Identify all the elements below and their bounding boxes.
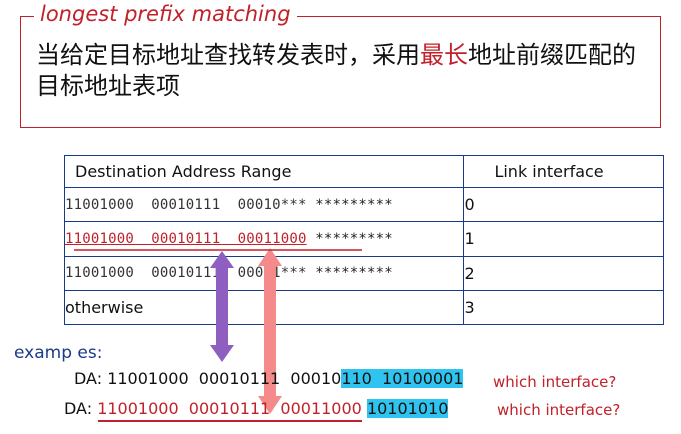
da1-line: DA: 11001000 00010111 00010110 10100001 bbox=[74, 369, 464, 388]
row-interface: 3 bbox=[463, 289, 664, 326]
forwarding-table: Destination Address Range Link interface… bbox=[63, 154, 664, 326]
da1-highlight: 110 10100001 bbox=[341, 369, 464, 388]
row-prefix: 11001000 00010111 00010*** ********* bbox=[63, 187, 465, 223]
header-link-interface: Link interface bbox=[463, 154, 664, 189]
row-prefix-bits: 11001000 00010111 00011*** bbox=[65, 265, 307, 282]
title-text-highlight: 最长 bbox=[420, 41, 468, 69]
da2-highlight: 10101010 bbox=[366, 399, 449, 418]
row-interface: 0 bbox=[463, 187, 664, 223]
title-text-before: 当给定目标地址查找转发表时，采用 bbox=[36, 41, 420, 69]
da1-question: which interface? bbox=[493, 373, 617, 391]
table-row: 11001000 00010111 00010*** ********* 0 bbox=[63, 187, 664, 223]
title-text: 当给定目标地址查找转发表时，采用最长地址前缀匹配的目标地址表项 bbox=[36, 40, 656, 102]
title-box bbox=[20, 16, 661, 128]
row-prefix-stars: ********* bbox=[315, 265, 393, 282]
row-prefix-bits: 11001000 00010111 00010*** bbox=[65, 196, 307, 213]
purple-double-arrow bbox=[210, 251, 234, 362]
header-destination: Destination Address Range bbox=[63, 154, 465, 189]
examples-label: examp es: bbox=[14, 343, 103, 363]
row-prefix-bits-highlighted: 11001000 00010111 00011000 bbox=[65, 230, 307, 247]
pink-double-arrow bbox=[258, 248, 282, 414]
row-prefix-stars: ********* bbox=[315, 230, 393, 247]
title-text-after: 地址前缀匹配的目标地址表项 bbox=[36, 41, 636, 100]
row-prefix-stars: ********* bbox=[315, 196, 393, 213]
da2-prefix: DA: bbox=[64, 399, 98, 418]
da1-prefix: DA: bbox=[74, 369, 108, 388]
da2-line: DA: 11001000 00010111 00011000 10101010 bbox=[64, 399, 449, 418]
row-interface: 1 bbox=[463, 221, 664, 257]
table-header-row: Destination Address Range Link interface bbox=[63, 154, 664, 189]
title-label: longest prefix matching bbox=[34, 2, 297, 26]
da1-plain: 11001000 00010111 00010 bbox=[107, 369, 342, 388]
da2-red: 11001000 00010111 00011000 bbox=[97, 399, 362, 418]
da2-question: which interface? bbox=[497, 401, 621, 419]
